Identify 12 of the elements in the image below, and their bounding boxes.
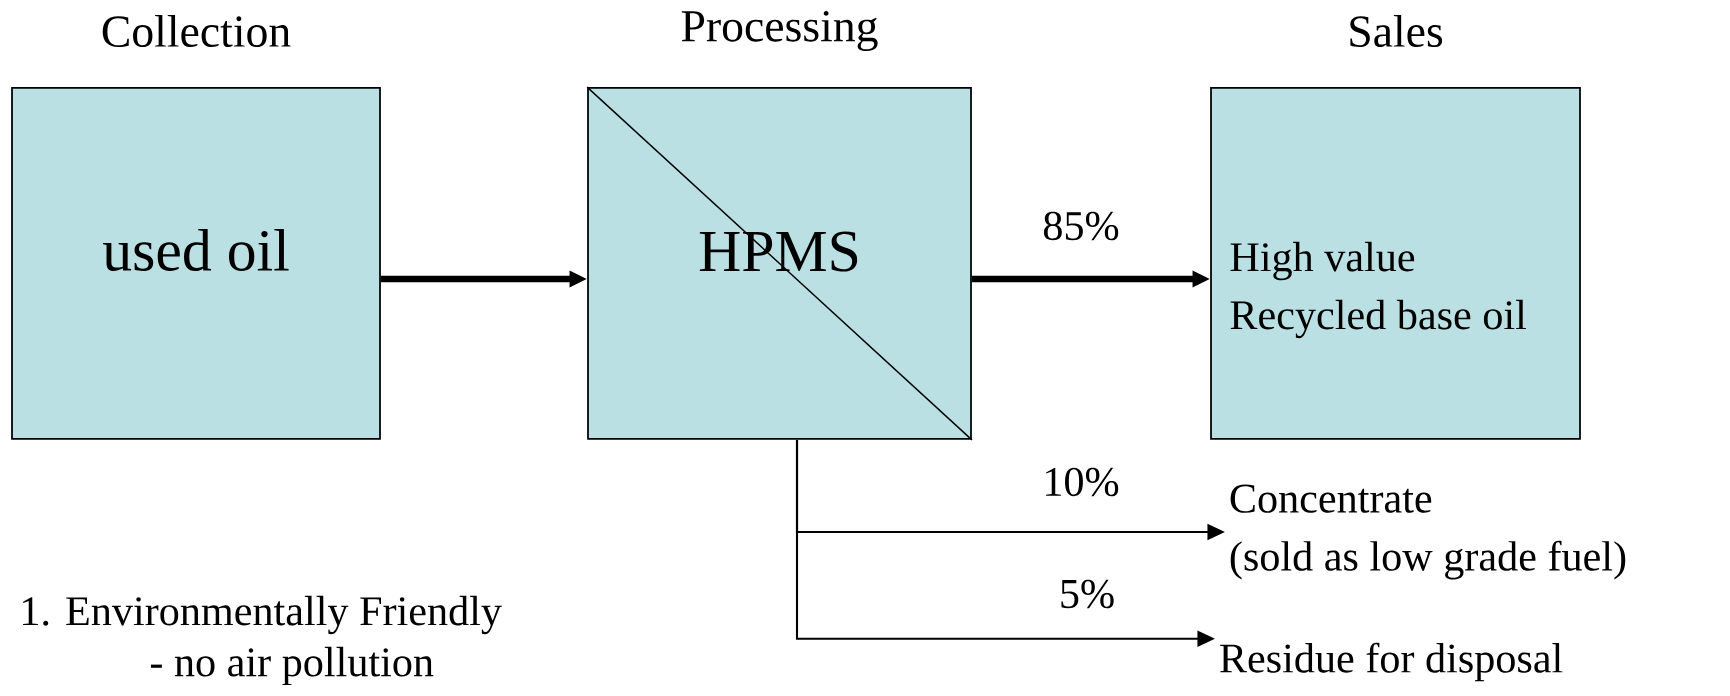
edge-label: 5% xyxy=(1057,577,1117,611)
note-text: - no air pollution xyxy=(150,646,434,686)
edge-label: 85% xyxy=(1040,209,1122,243)
edge-label: 10% xyxy=(1040,465,1122,499)
output-text: Concentrate (sold as low grade fuel) xyxy=(1230,484,1626,580)
column-heading: Processing xyxy=(681,10,878,52)
process-box: used oil xyxy=(11,87,381,440)
process-box: High value Recycled base oil xyxy=(1210,87,1581,440)
column-heading: Collection xyxy=(102,14,291,48)
output-text: Residue for disposal xyxy=(1220,642,1563,682)
column-heading: Sales xyxy=(1350,14,1443,48)
note-text: 1. Environmentally Friendly xyxy=(23,595,502,635)
